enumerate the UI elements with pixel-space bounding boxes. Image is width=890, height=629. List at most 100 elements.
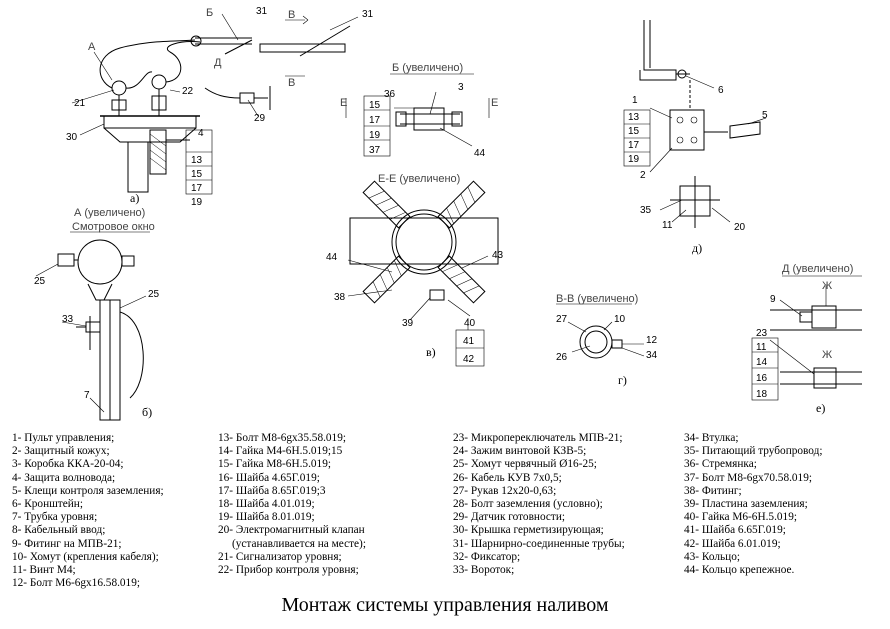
stack-item: 13 — [191, 155, 203, 166]
callout: 3 — [458, 82, 464, 93]
callout: 29 — [254, 113, 266, 124]
legend-column-1: 1- Пульт управления; 2- Защитный кожух; … — [12, 432, 164, 590]
stack-item: 17 — [628, 140, 640, 151]
legend-item: 37- Болт М8-6gx70.58.019; — [684, 471, 812, 484]
legend-item: 19- Шайба 8.01.019; — [218, 511, 315, 524]
detail-title: Б (увеличено) — [392, 62, 463, 74]
legend-item: (устанавливается на месте); — [232, 537, 366, 550]
legend-item: 13- Болт М8-6gx35.58.019; — [218, 432, 346, 444]
view-caption: а) — [130, 191, 139, 205]
callout: 5 — [762, 110, 768, 121]
callout: 4 — [198, 128, 204, 139]
section-letter: Е — [340, 97, 347, 109]
legend-item: 8- Кабельный ввод; — [12, 524, 106, 537]
legend-item: 42- Шайба 6.01.019; — [684, 537, 781, 550]
stack-item: 14 — [756, 357, 768, 368]
callout: 1 — [632, 95, 638, 106]
stack-item: 19 — [628, 154, 640, 165]
legend-item: 34- Втулка; — [684, 432, 739, 444]
callout: 6 — [718, 85, 724, 96]
legend-column-2: 13- Болт М8-6gx35.58.019; 14- Гайка М4-6… — [218, 432, 366, 577]
legend-item: 43- Кольцо; — [684, 550, 740, 563]
callout: 35 — [640, 205, 652, 216]
legend-item: 5- Клещи контроля заземления; — [12, 484, 164, 497]
legend-item: 20- Электромагнитный клапан — [218, 524, 365, 537]
view-b-detail: Б (увеличено) Е Е 36 3 44 15 17 19 37 — [340, 62, 498, 159]
callout: 43 — [492, 250, 504, 261]
section-letter: В — [288, 77, 295, 89]
legend-column-4: 34- Втулка; 35- Питающий трубопровод; 36… — [684, 432, 823, 577]
stack-item: 17 — [191, 183, 203, 194]
stack-item: 15 — [628, 126, 640, 137]
legend-item: 11- Винт М4; — [12, 564, 76, 577]
legend-item: 41- Шайба 6.65Г.019; — [684, 524, 786, 537]
detail-title: Д (увеличено) — [782, 263, 853, 275]
callout: 31 — [256, 6, 268, 17]
legend-item: 44- Кольцо крепежное. — [684, 564, 795, 577]
stack-item: 42 — [463, 354, 475, 365]
legend-item: 22- Прибор контроля уровня; — [218, 564, 359, 577]
section-letter: Е — [491, 97, 498, 109]
callout: 44 — [474, 148, 486, 159]
view-caption: г) — [618, 373, 627, 387]
section-letter: В — [288, 9, 295, 21]
legend-item: 32- Фиксатор; — [453, 550, 521, 563]
legend-item: 24- Зажим винтовой КЗВ-5; — [453, 445, 587, 458]
stack-item: 13 — [628, 112, 640, 123]
legend-item: 23- Микропереключатель МПВ-21; — [453, 432, 623, 444]
section-letter: Б — [206, 7, 213, 19]
callout: 12 — [646, 335, 658, 346]
legend-item: 12- Болт М6-6gx16.58.019; — [12, 577, 140, 590]
callout: 21 — [74, 98, 86, 109]
callout: 10 — [614, 314, 626, 325]
legend-item: 3- Коробка ККА-20-04; — [12, 458, 124, 471]
view-caption: е) — [816, 401, 825, 415]
callout: 33 — [62, 314, 74, 325]
legend-item: 15- Гайка М8-6Н.5.019; — [218, 458, 331, 471]
legend-item: 18- Шайба 4.01.019; — [218, 498, 315, 511]
legend-item: 38- Фитинг; — [684, 484, 742, 497]
legend-item: 4- Защита волновода; — [12, 471, 116, 484]
legend-item: 25- Хомут червячный Ø16-25; — [453, 458, 597, 471]
legend-column-3: 23- Микропереключатель МПВ-21; 24- Зажим… — [453, 432, 625, 577]
view-caption: д) — [692, 241, 702, 255]
detail-title: В-В (увеличено) — [556, 293, 638, 305]
legend-item: 10- Хомут (крепления кабеля); — [12, 550, 159, 563]
stack-item: 41 — [463, 336, 475, 347]
stack-item: 11 — [756, 342, 767, 353]
stack-item: 19 — [191, 197, 203, 208]
section-letter: Ж — [822, 280, 832, 292]
legend-item: 40- Гайка М6-6Н.5.019; — [684, 511, 797, 524]
legend-item: 33- Вороток; — [453, 564, 515, 577]
stack-item: 19 — [369, 130, 381, 141]
stack-item: 15 — [369, 100, 381, 111]
callout: 27 — [556, 314, 568, 325]
legend-item: 29- Датчик готовности; — [453, 511, 566, 524]
callout: 25 — [148, 289, 160, 300]
stack-item: 16 — [756, 373, 768, 384]
legend-item: 7- Трубка уровня; — [12, 511, 98, 524]
section-letter: Ж — [822, 349, 832, 361]
view-e-detail: Е-Е (увеличено) 44 43 38 39 40 41 42 в) — [326, 173, 504, 367]
callout: 36 — [384, 89, 396, 100]
callout: 7 — [84, 390, 90, 401]
view-d: 6 5 1 2 35 11 20 13 15 17 19 д) — [623, 20, 768, 255]
drawing-caption: Монтаж системы управления наливом — [281, 594, 609, 616]
window-label: Смотровое окно — [72, 221, 155, 233]
legend-item: 39- Пластина заземления; — [684, 498, 808, 511]
section-letter: А — [88, 41, 96, 53]
stack-item: 37 — [369, 145, 381, 156]
view-v-detail: В-В (увеличено) 27 10 12 26 34 г) — [556, 293, 658, 387]
callout: 44 — [326, 252, 338, 263]
assembly-drawing: Б А В В Д 31 31 21 22 30 29 4 13 15 17 1… — [34, 6, 862, 421]
callout: 38 — [334, 292, 346, 303]
callout: 22 — [182, 86, 194, 97]
legend-item: 1- Пульт управления; — [12, 432, 115, 444]
callout: 9 — [770, 294, 776, 305]
legend-item: 36- Стремянка; — [684, 458, 757, 471]
callout: 30 — [66, 132, 78, 143]
legend-item: 26- Кабель КУВ 7х0,5; — [453, 471, 562, 484]
stack-item: 17 — [369, 115, 381, 126]
callout: 39 — [402, 318, 414, 329]
detail-title: А (увеличено) — [74, 207, 145, 219]
